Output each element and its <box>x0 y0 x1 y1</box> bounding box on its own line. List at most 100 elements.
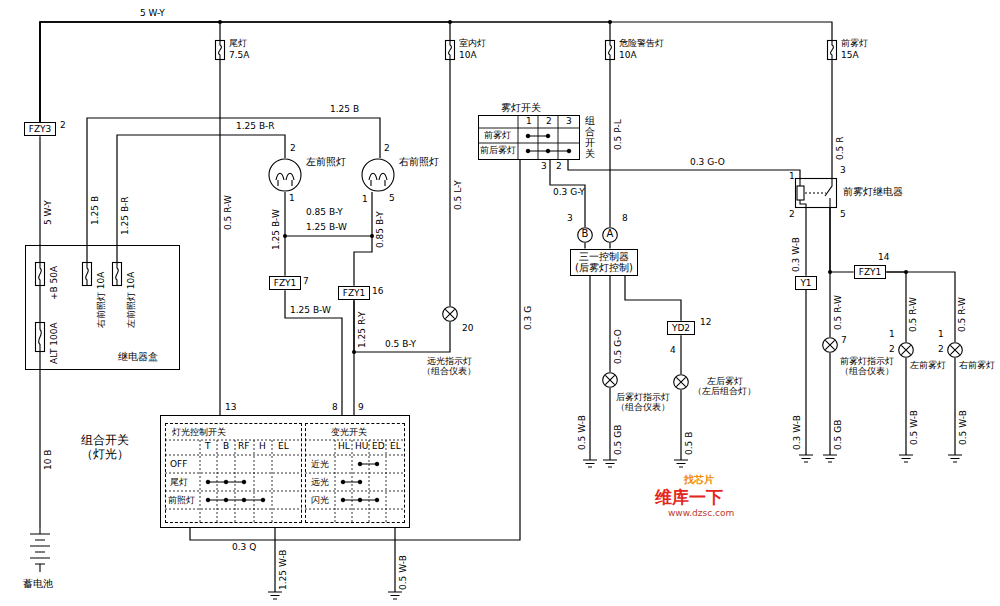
pin-number: 1 <box>889 330 895 340</box>
wire-code: 0.5 R-W <box>834 295 844 330</box>
wire-code: 5 W-Y <box>140 9 165 19</box>
symbol-line <box>445 309 454 318</box>
node-text: Y1 <box>800 278 811 288</box>
node-text: +B 50A <box>49 266 59 300</box>
wire-code: 0.3 Q <box>232 543 256 553</box>
wire-code: 0.3 W-B <box>793 415 803 450</box>
front-fog-lamp: 左前雾灯 <box>898 342 914 358</box>
node-text: 右前雾灯 <box>959 360 995 370</box>
wire <box>680 335 681 374</box>
node-text: FZY1 <box>859 267 882 277</box>
wire-code: 1.25 B-W <box>272 209 282 250</box>
symbol-strokes <box>823 338 838 353</box>
pin-number: 2 <box>889 345 895 355</box>
fuse: 室内灯10A <box>445 40 455 60</box>
contact-dot <box>358 480 362 484</box>
symbol-strokes <box>828 40 837 60</box>
wire <box>354 192 372 286</box>
symbol-strokes <box>36 262 45 286</box>
wire-code: 0.85 B-Y <box>306 208 343 218</box>
wire-code: 0.5 W-B <box>399 555 409 590</box>
symbol-line <box>30 528 50 572</box>
table-cell: EL <box>390 442 401 452</box>
wire-code: 0.5 GB <box>834 420 844 450</box>
wire <box>40 22 450 122</box>
pin-number: 2 <box>384 144 390 154</box>
battery: 蓄电池 <box>27 528 53 572</box>
front-fog-lamp: 右前雾灯 <box>947 342 963 358</box>
wire-code: 5 W-Y <box>44 200 54 225</box>
pin-number: 2 <box>290 144 296 154</box>
contact-dot <box>224 480 228 484</box>
switch-contacts <box>206 134 571 502</box>
wire <box>284 192 285 276</box>
wire-code: 0.5 P-L <box>614 119 624 150</box>
node-text: 前雾灯继电器 <box>843 186 903 198</box>
table-cell: 近光 <box>311 460 329 470</box>
wire <box>568 160 800 178</box>
table-cell: 远光 <box>311 478 329 488</box>
symbol-strokes <box>216 40 225 60</box>
fog-switch-grid <box>478 115 580 160</box>
relay-coil <box>797 186 804 200</box>
pin-number: 3 <box>840 166 846 176</box>
pin-number: 1 <box>789 172 795 182</box>
pin-number: 3 <box>567 214 573 224</box>
lamp-symbol <box>673 374 689 390</box>
symbol-line <box>116 262 119 286</box>
watermark: 找芯片 <box>684 474 714 485</box>
wire-code: 0.5 W-B <box>578 415 588 450</box>
node-text: 变光开关 <box>331 427 367 437</box>
symbol-line <box>39 322 42 352</box>
fuse-body <box>83 263 92 286</box>
node-text: 危险警告灯 <box>619 38 664 48</box>
fuse-symbol <box>35 322 45 352</box>
fuse-symbol <box>827 40 837 60</box>
symbol-strokes <box>578 228 593 243</box>
node-text: 15A <box>841 50 859 60</box>
symbol-circle <box>362 159 394 191</box>
pin-number: 13 <box>225 403 236 413</box>
head-symbol <box>361 158 395 192</box>
contact-dot <box>206 480 210 484</box>
table-cell: RF <box>238 442 249 452</box>
pin-number: 2 <box>938 345 944 355</box>
node-text: 左前照灯 <box>306 156 346 168</box>
connector-box: FZY1 <box>854 265 887 279</box>
symbol-strokes <box>30 528 50 572</box>
pin-number: 12 <box>700 318 711 328</box>
fuse-symbol <box>445 40 455 60</box>
node-text: 右前照灯 <box>399 156 439 168</box>
contact-dot <box>341 480 345 484</box>
ground-wire <box>275 276 955 592</box>
contact-dot <box>261 498 265 502</box>
splice-wire <box>285 235 372 236</box>
headlamp: 左前照灯 <box>268 158 302 192</box>
wire-code: 0.5 R-W <box>909 297 919 332</box>
wire <box>117 135 285 262</box>
symbol-line <box>831 40 834 60</box>
indicator-lamp: 后雾灯指示灯 （组合仪表） <box>602 372 618 388</box>
wire <box>39 136 40 262</box>
fuse: 右前照灯 10A <box>82 262 92 286</box>
symbol-line <box>825 340 834 349</box>
wire-code: 1.25 B <box>91 196 101 225</box>
symbol-circle <box>823 338 838 353</box>
fuse-body <box>36 263 45 286</box>
fuse-symbol <box>82 262 92 286</box>
connector-box: FZY1 <box>269 276 302 290</box>
node-text: A <box>602 228 618 240</box>
wire <box>886 272 906 342</box>
symbol-line <box>676 377 685 386</box>
wire-code: 0.85 B-Y <box>376 211 386 248</box>
connector-box: YD2 <box>667 321 695 335</box>
symbol-circle <box>443 307 458 322</box>
pin-number: 20 <box>462 324 473 334</box>
wire <box>830 208 854 272</box>
fuse-body <box>606 41 615 60</box>
node-text: 远光指示灯 （组合仪表） <box>422 356 476 377</box>
wire <box>190 160 520 540</box>
